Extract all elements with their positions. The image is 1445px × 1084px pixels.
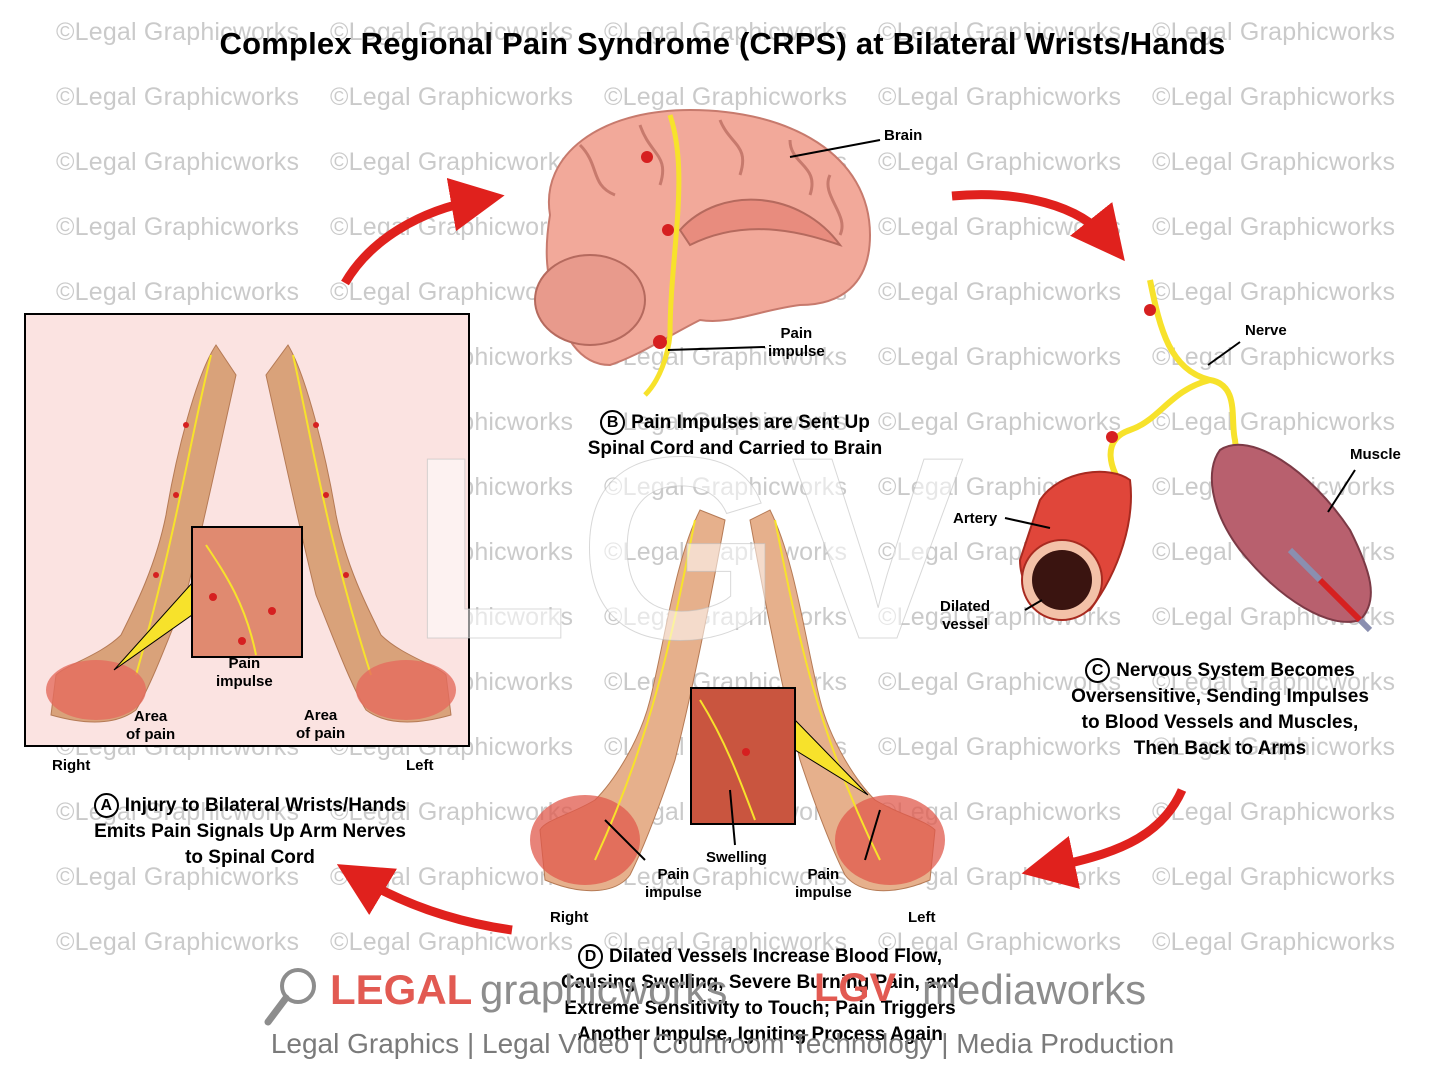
arrow-a-to-b: [341, 177, 505, 286]
panel-b-brain: [534, 108, 881, 397]
page-title: Complex Regional Pain Syndrome (CRPS) at…: [219, 26, 1226, 61]
logo-mediaworks: mediaworks: [922, 966, 1147, 1013]
cerebellum: [534, 254, 646, 346]
arrow-b-to-c: [951, 190, 1125, 262]
right-arm-d: [539, 509, 726, 892]
label-artery: Artery: [953, 510, 998, 527]
label-swelling: Swelling: [706, 849, 767, 866]
label-left-a: Left: [406, 757, 434, 774]
label-muscle: Muscle: [1350, 446, 1401, 463]
arrow-d-to-a: [336, 864, 513, 935]
label-right-d: Right: [550, 909, 589, 926]
left-arm: [265, 344, 452, 723]
logo-lgv: LGV: [814, 966, 897, 1010]
spinal-cord: [643, 114, 682, 397]
tagline: Legal Graphics | Legal Video | Courtroom…: [270, 1028, 1175, 1059]
label-nerve: Nerve: [1245, 322, 1287, 339]
badge-d: D: [578, 944, 603, 969]
company-logo: LEGAL graphicworks LGV mediaworks: [262, 962, 1202, 1032]
label-right-a: Right: [52, 757, 91, 774]
badge-a: A: [93, 793, 119, 818]
muscle-shape: [1210, 443, 1372, 623]
logo-graphicworks: graphicworks: [480, 966, 728, 1013]
panel-c-vessels: [1004, 279, 1373, 633]
logo-legal: LEGAL: [330, 966, 473, 1013]
badge-b: B: [600, 410, 626, 435]
label-left-d: Left: [908, 909, 936, 926]
panel-a-illustration: [46, 344, 456, 723]
arrow-c-to-d: [1021, 788, 1187, 889]
badge-c: C: [1085, 658, 1111, 683]
panel-d-arms: [530, 509, 945, 892]
magnifier-icon: [264, 968, 316, 1026]
label-brain: Brain: [884, 127, 923, 144]
